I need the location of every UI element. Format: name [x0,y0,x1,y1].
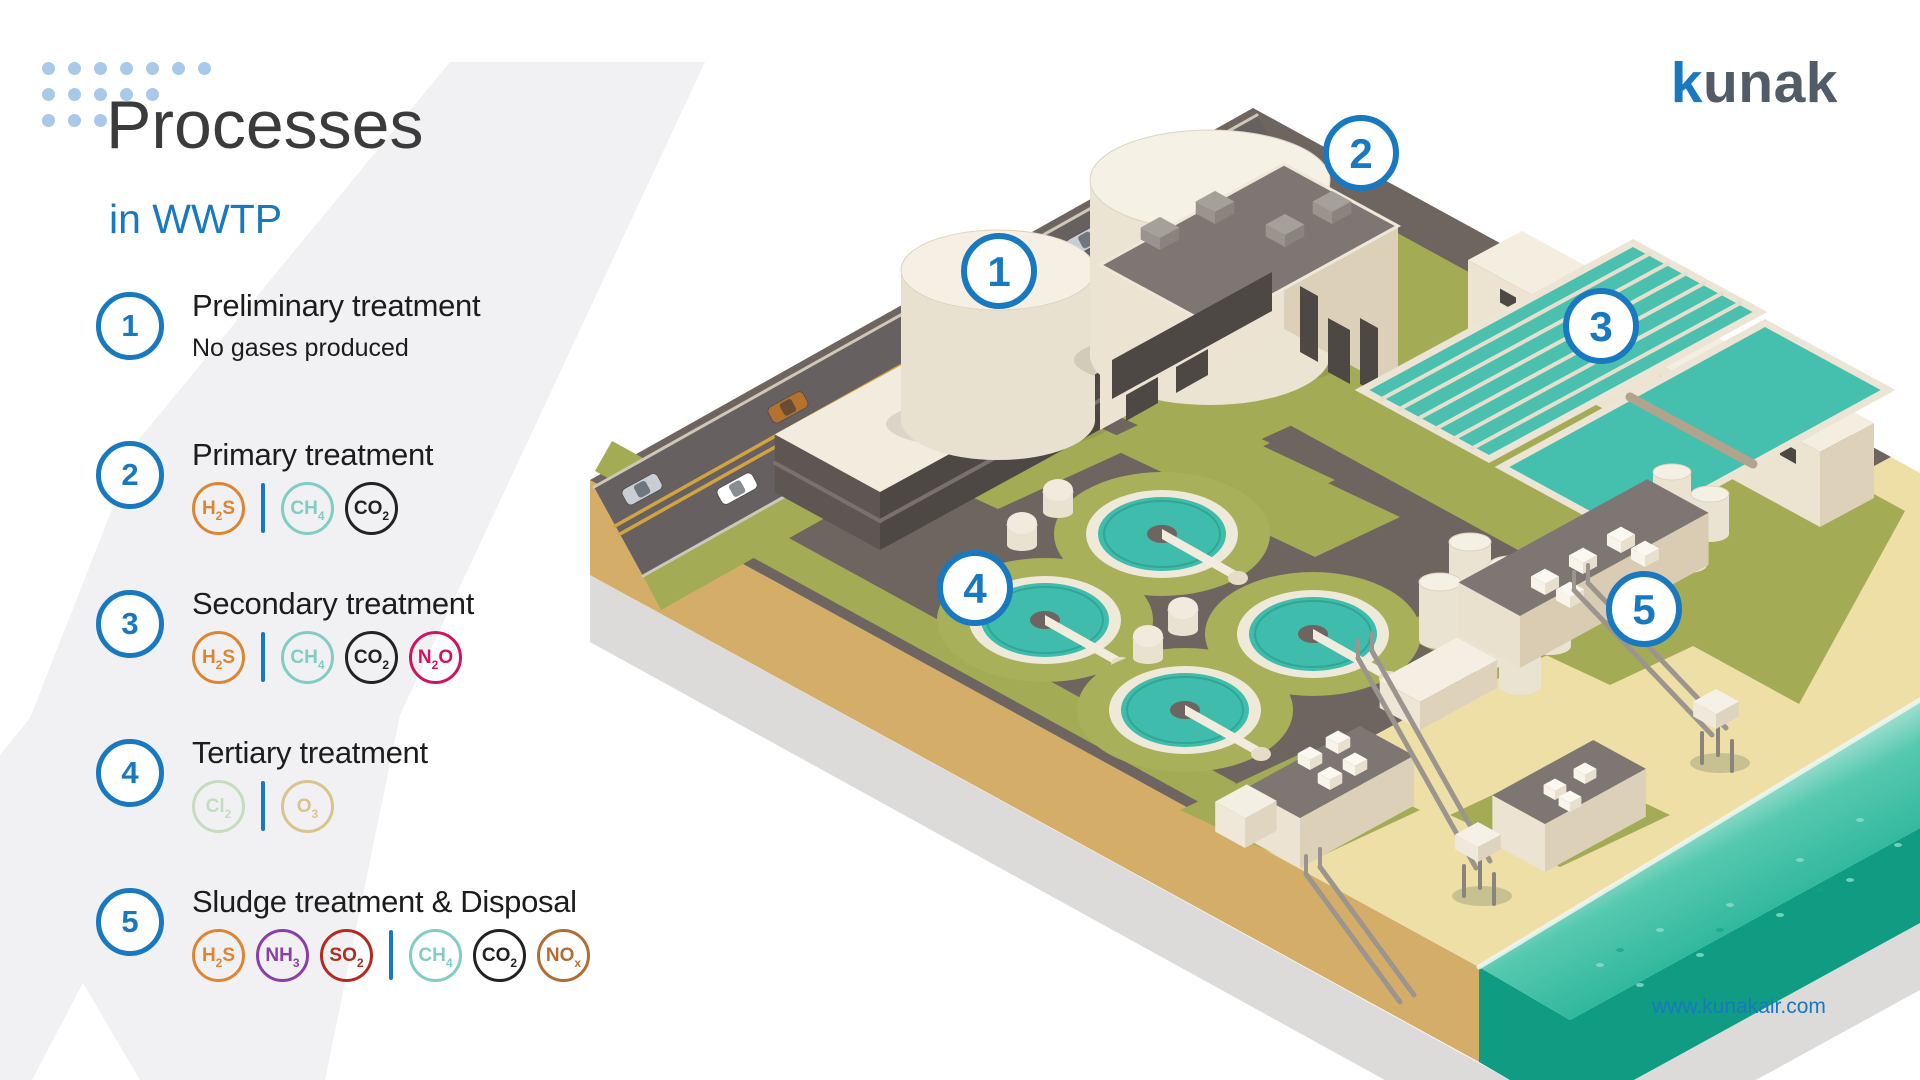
process-number-badge: 3 [96,590,164,658]
gas-chip-ch4: CH4 [281,481,334,535]
svg-text:1: 1 [987,248,1010,295]
plant-marker-4: 4 [937,550,1013,626]
dot [42,88,55,101]
process-item-tertiary: 4 Tertiary treatment Cl2 O3 [96,735,428,833]
process-title: Tertiary treatment [192,735,428,770]
car [767,391,809,424]
gas-chip-h2s: H2S [192,481,245,535]
svg-text:3: 3 [1589,303,1612,350]
dot [68,62,81,75]
svg-text:2: 2 [1349,130,1372,177]
process-number-badge: 2 [96,441,164,509]
gas-chip-row: Cl2 O3 [192,779,428,833]
dot [146,88,159,101]
svg-text:5: 5 [1632,586,1655,633]
process-list-panel: Processes in WWTP 1 Preliminary treatmen… [0,0,660,1080]
process-title: Sludge treatment & Disposal [192,884,577,919]
gas-chip-h2s: H2S [192,630,245,684]
process-note: No gases produced [192,334,409,362]
gas-group-divider [261,632,265,682]
process-item-preliminary: 1 Preliminary treatment No gases produce… [96,288,481,363]
process-title: Primary treatment [192,437,434,472]
gas-group-divider [389,930,393,980]
dot [120,62,133,75]
gas-chip-nh3: NH3 [256,928,309,982]
plant-marker-2: 2 [1323,115,1399,191]
dot [172,62,185,75]
kunak-logo-rest: unak [1702,51,1838,115]
dot [94,88,107,101]
background-chevron-watermark [0,62,705,1080]
page-subtitle: in WWTP [109,196,283,242]
dot [94,114,107,127]
dot [94,62,107,75]
plant-scene [590,108,1920,1080]
gas-chip-h2s: H2S [192,928,245,982]
gas-chip-n2o: N2O [409,630,462,684]
dot [198,62,211,75]
gas-chip-co2: CO2 [345,481,398,535]
dots-decoration [42,62,211,140]
process-number-badge: 1 [96,292,164,360]
plant-marker-1: 1 [961,233,1037,309]
dot [68,114,81,127]
car [621,473,663,506]
dot [42,114,55,127]
process-title: Secondary treatment [192,586,475,621]
process-number-badge: 5 [96,888,164,956]
gas-chip-co2: CO2 [345,630,398,684]
dot [68,88,81,101]
car [716,472,758,505]
dot [42,62,55,75]
gas-group-divider [261,781,265,831]
dot [146,62,159,75]
gas-chip-nox: NOx [537,928,590,982]
gas-chip-cl2: Cl2 [192,779,245,833]
process-number-badge: 4 [96,739,164,807]
plant-marker-5: 5 [1606,571,1682,647]
svg-text:4: 4 [963,565,987,612]
gas-chip-so2: SO2 [320,928,373,982]
kunak-logo-k: k [1670,51,1703,115]
gas-chip-co2: CO2 [473,928,526,982]
gas-chip-o3: O3 [281,779,334,833]
page-title: Processes [106,87,424,163]
kunak-logo: kunak [1671,50,1838,116]
website-url: www.kunakair.com [1652,995,1826,1018]
gas-chip-ch4: CH4 [409,928,462,982]
dot [120,88,133,101]
gas-group-divider [261,483,265,533]
process-title: Preliminary treatment [192,288,481,323]
plant-marker-3: 3 [1563,288,1639,364]
gas-chip-ch4: CH4 [281,630,334,684]
